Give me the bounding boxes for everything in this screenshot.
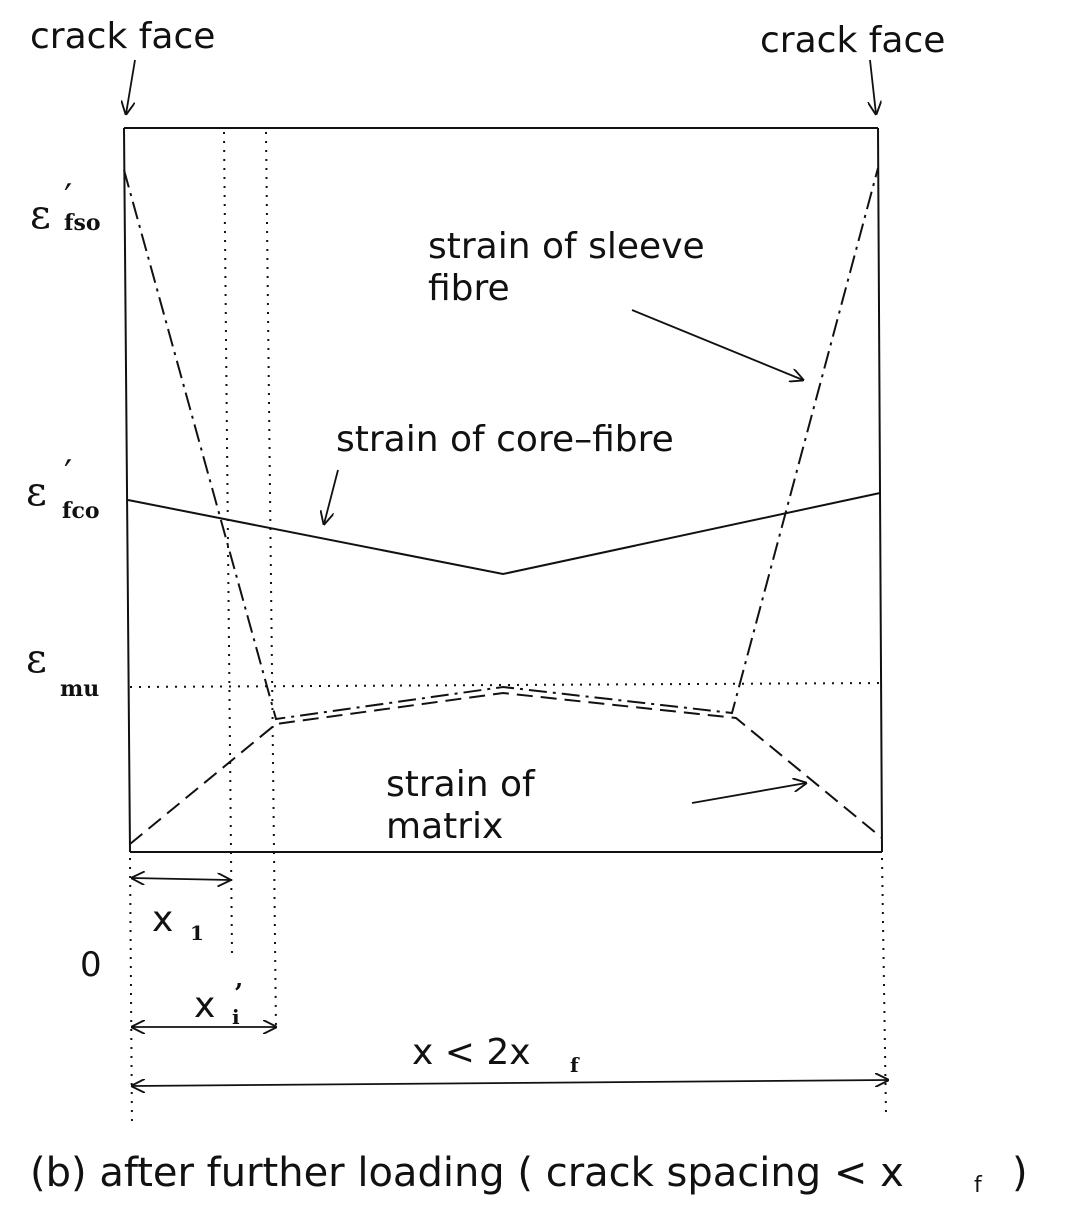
span-dimension-arrow: [132, 1080, 888, 1086]
crack-face-right-label: crack face: [760, 20, 945, 61]
x1-dimension-label: x 1: [152, 899, 204, 945]
x1-prime-guide-line: [265, 131, 277, 1031]
matrix-label-line2: matrix: [386, 806, 503, 847]
crack-face-right-arrow: [870, 59, 876, 114]
span-dimension-label: x < 2x f: [412, 1032, 580, 1077]
x1-dimension-arrow: [132, 878, 230, 880]
svg-text:x: x: [152, 899, 173, 940]
svg-text:’: ’: [234, 979, 243, 1009]
core-label: strain of core–fibre: [336, 419, 674, 460]
svg-text:): ): [1012, 1150, 1028, 1196]
svg-text:i: i: [232, 1005, 240, 1029]
svg-text:(b) after further loading ( cr: (b) after further loading ( crack spacin…: [30, 1150, 904, 1196]
eps-fco-axis-label: ε ′ fco: [26, 454, 100, 524]
core-fibre-strain-curve: [127, 492, 881, 576]
svg-text:mu: mu: [60, 676, 99, 702]
eps-mu-axis-label: ε mu: [26, 636, 99, 702]
eps-fso-axis-label: ε ′ fso: [30, 178, 101, 238]
svg-text:f: f: [570, 1053, 580, 1077]
matrix-strain-curve: [129, 691, 883, 845]
figure-caption: (b) after further loading ( crack spacin…: [30, 1150, 1028, 1198]
svg-text:x < 2x: x < 2x: [412, 1032, 531, 1073]
svg-text:′: ′: [64, 178, 72, 219]
frame-left: [123, 127, 131, 853]
core-label-arrow: [324, 469, 339, 524]
svg-text:1: 1: [190, 921, 204, 945]
svg-text:fso: fso: [64, 210, 101, 236]
right-bottom-guide-line: [881, 857, 887, 1116]
sleeve-fibre-strain-curve: [123, 167, 879, 721]
svg-text:x: x: [194, 985, 215, 1026]
x1-guide-line: [223, 131, 233, 956]
crack-face-left-label: crack face: [30, 16, 215, 57]
sleeve-label-line2: fibre: [428, 268, 510, 309]
svg-text:ε: ε: [26, 469, 47, 515]
x1-prime-dimension-label: x i ’: [194, 979, 243, 1029]
sleeve-label-arrow: [631, 309, 803, 380]
frame-right: [877, 127, 883, 853]
svg-text:ε: ε: [26, 636, 47, 682]
svg-text:′: ′: [64, 454, 72, 495]
svg-text:f: f: [974, 1173, 983, 1198]
zero-label: 0: [80, 945, 102, 985]
sleeve-label-line1: strain of sleeve: [428, 226, 705, 267]
svg-text:fco: fco: [62, 498, 100, 524]
crack-face-left-arrow: [126, 59, 136, 114]
matrix-label-line1: strain of: [386, 764, 536, 805]
svg-text:ε: ε: [30, 192, 51, 238]
matrix-label-arrow: [691, 783, 806, 804]
left-bottom-guide-line: [129, 857, 133, 1129]
